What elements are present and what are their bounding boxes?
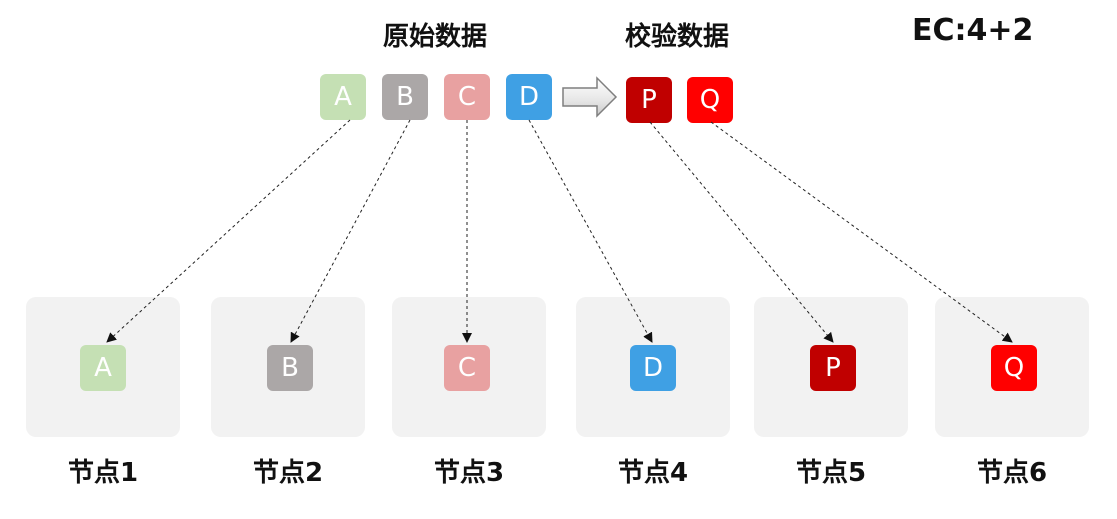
node-2-label: 节点2 <box>252 458 324 488</box>
parity-block-p-label: P <box>641 85 657 115</box>
node-3-block-label: C <box>457 353 477 383</box>
data-block-a-label: A <box>334 82 352 112</box>
node-1-block-label: A <box>94 353 112 383</box>
node-5-block-label: P <box>825 353 841 383</box>
encode-arrow-icon <box>562 76 618 118</box>
node-5-label: 节点5 <box>795 458 867 488</box>
node-6-block: Q <box>991 345 1037 391</box>
node-3-block: C <box>444 345 490 391</box>
original-data-heading: 原始数据 <box>383 22 488 52</box>
node-2-block: B <box>267 345 313 391</box>
node-4-block-label: D <box>642 353 664 383</box>
data-block-d-label: D <box>518 82 540 112</box>
node-6-block-label: Q <box>1003 353 1025 383</box>
data-block-c: C <box>444 74 490 120</box>
node-4-label: 节点4 <box>617 458 689 488</box>
data-block-b: B <box>382 74 428 120</box>
node-2-block-label: B <box>281 353 299 383</box>
data-block-b-label: B <box>396 82 414 112</box>
parity-block-q: Q <box>687 77 733 123</box>
node-1-block: A <box>80 345 126 391</box>
ec-scheme-label: EC:4+2 <box>912 13 1034 48</box>
node-3-label: 节点3 <box>433 458 505 488</box>
node-5-block: P <box>810 345 856 391</box>
parity-block-q-label: Q <box>699 85 721 115</box>
data-block-a: A <box>320 74 366 120</box>
node-6-label: 节点6 <box>976 458 1048 488</box>
data-block-d: D <box>506 74 552 120</box>
data-block-c-label: C <box>457 82 477 112</box>
node-4-block: D <box>630 345 676 391</box>
node-1-label: 节点1 <box>67 458 139 488</box>
parity-data-heading: 校验数据 <box>625 22 730 52</box>
parity-block-p: P <box>626 77 672 123</box>
